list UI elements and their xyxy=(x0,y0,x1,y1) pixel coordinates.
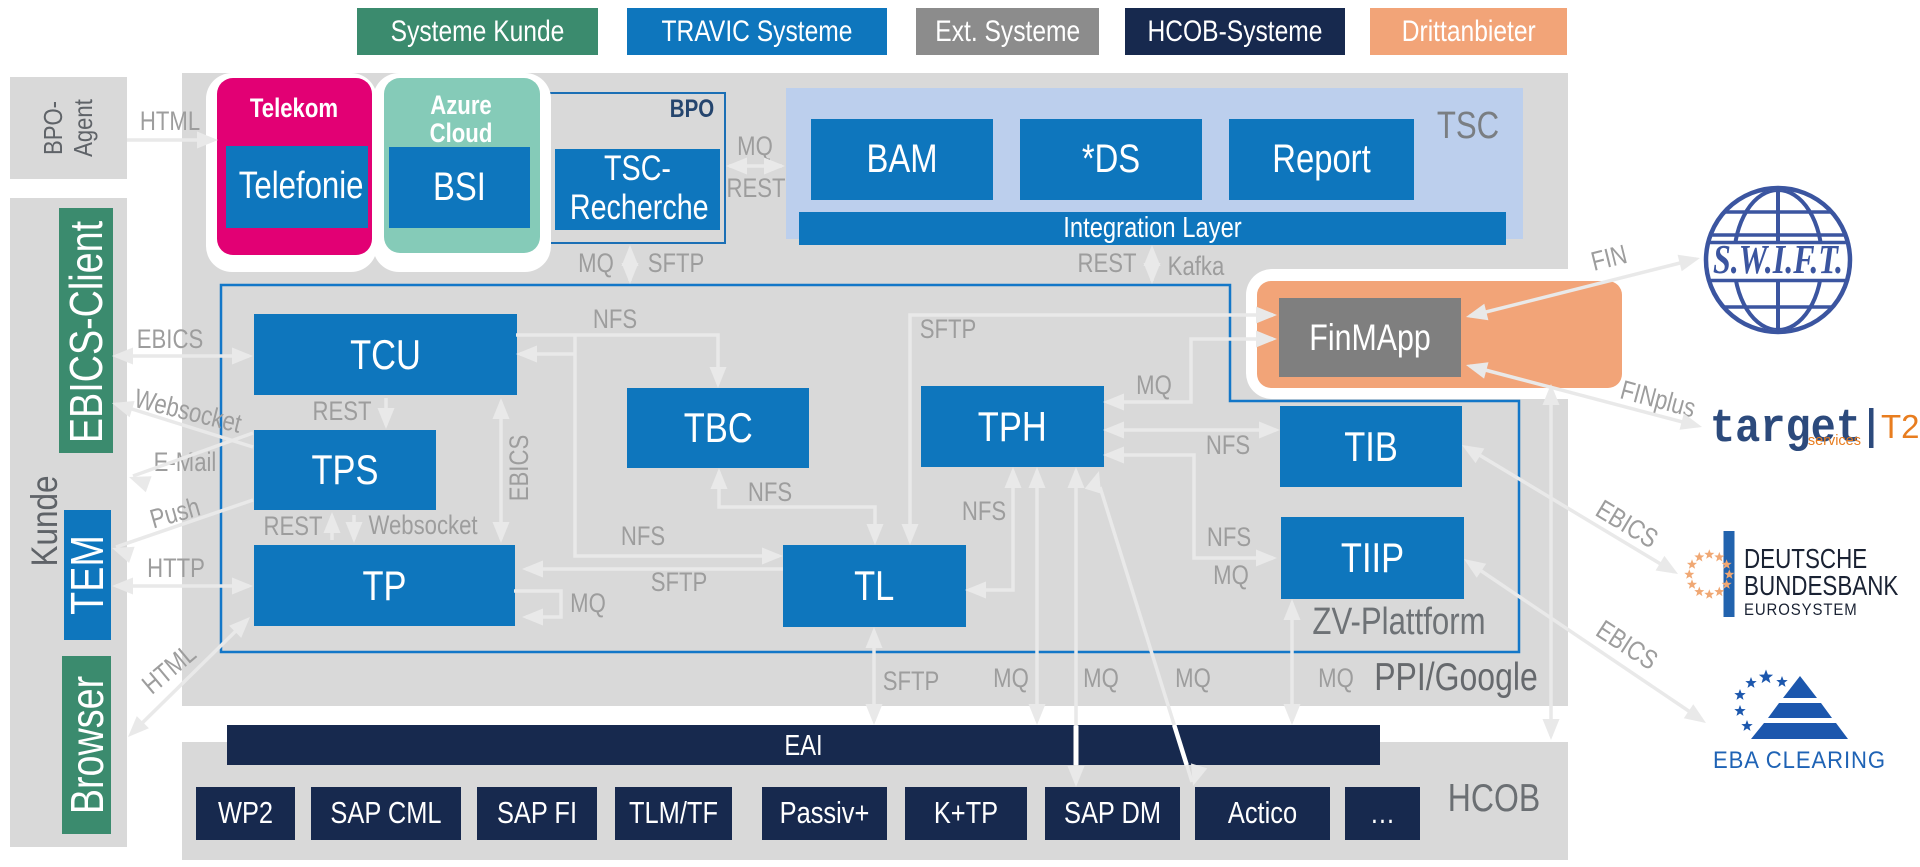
svg-text:target: target xyxy=(1710,403,1861,456)
svg-text:S.W.I.F.T.: S.W.I.F.T. xyxy=(1713,236,1843,282)
svg-text:services: services xyxy=(1808,433,1861,449)
svg-text:T2: T2 xyxy=(1881,408,1920,445)
